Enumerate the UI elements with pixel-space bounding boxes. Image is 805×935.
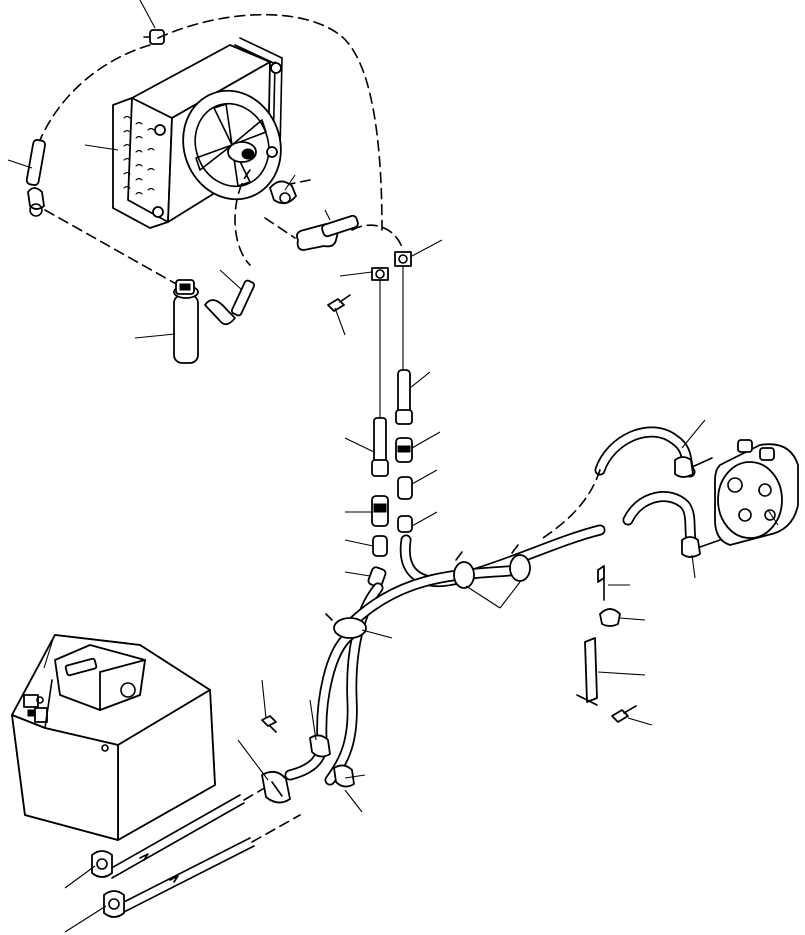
lower-clip-a — [261, 770, 291, 804]
lower-clip-c — [333, 764, 355, 788]
compressor — [674, 439, 799, 558]
elbow-connector — [295, 214, 359, 251]
line-clip-a — [371, 267, 389, 281]
compressor-hoses — [539, 426, 698, 551]
fitting-stack-right — [395, 369, 413, 533]
hose-clip-top — [143, 29, 165, 45]
fitting-near-fan — [269, 180, 297, 205]
hose-clamp-b — [509, 544, 531, 582]
hose-fitting-left — [25, 139, 46, 217]
main-hose — [284, 524, 606, 786]
lower-clip-b — [309, 734, 331, 758]
fitting-stack-left — [367, 417, 389, 588]
hose-clamp-a — [453, 551, 475, 589]
condenser-fins — [123, 115, 155, 195]
receiver-drier — [173, 279, 199, 364]
bracket — [576, 565, 637, 723]
heater-unit — [11, 634, 216, 841]
line-clip-b — [394, 251, 412, 267]
bolt-lower — [261, 715, 277, 733]
bolt-top — [327, 294, 351, 312]
leader-lines — [7, 0, 779, 933]
condenser-fan-assembly — [112, 37, 283, 229]
hose-clamp-c — [325, 613, 367, 639]
drier-outlet-fitting — [204, 279, 256, 326]
